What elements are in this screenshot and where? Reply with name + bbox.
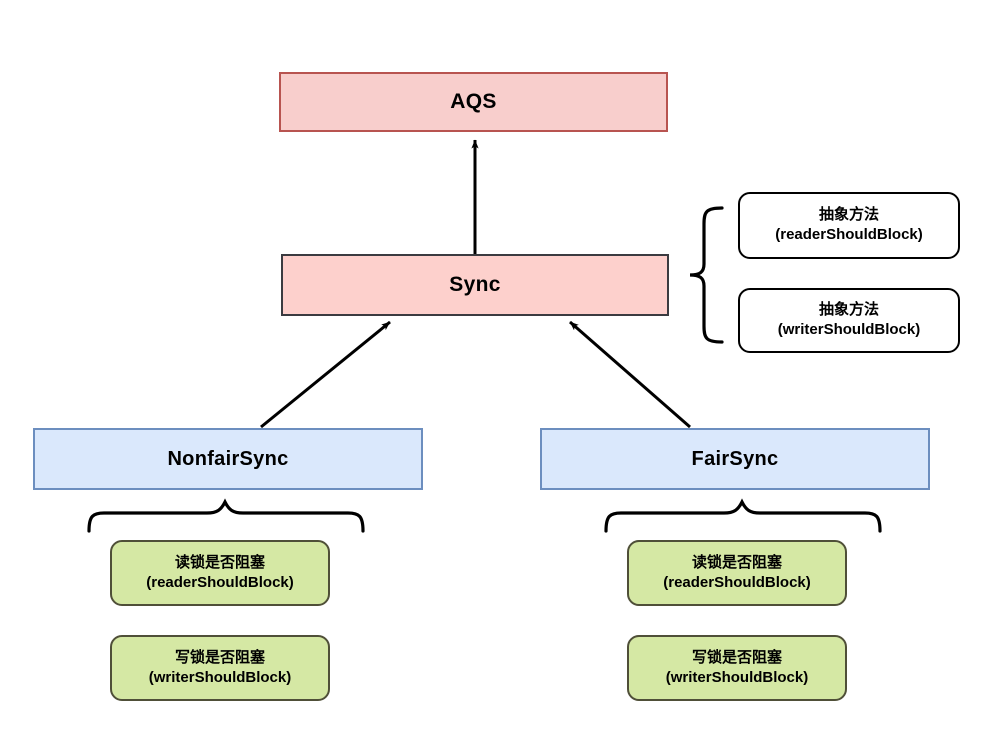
class-box-nonfairsync[interactable]: NonfairSync (33, 428, 423, 490)
edge-fairsync-to-sync (569, 320, 691, 429)
brace-nonfairsync-methods (87, 498, 365, 533)
impl-box-fairsync-reader-should-block[interactable]: 读锁是否阻塞 (readerShouldBlock) (627, 540, 847, 606)
impl-fair-reader-title: 读锁是否阻塞 (691, 553, 782, 571)
abstract-method-reader-title: 抽象方法 (818, 206, 879, 224)
impl-nonfair-reader-title: 读锁是否阻塞 (174, 553, 265, 571)
edge-nonfairsync-to-sync (260, 320, 391, 429)
impl-nonfair-writer-title: 写锁是否阻塞 (174, 648, 265, 666)
impl-nonfair-writer-signature: (writerShouldBlock) (148, 668, 292, 686)
impl-nonfair-reader-signature: (readerShouldBlock) (146, 573, 294, 591)
abstract-method-writer-signature: (writerShouldBlock) (777, 321, 921, 338)
impl-box-nonfairsync-reader-should-block[interactable]: 读锁是否阻塞 (readerShouldBlock) (110, 540, 330, 606)
abstract-method-reader-signature: (readerShouldBlock) (775, 226, 923, 243)
impl-fair-writer-signature: (writerShouldBlock) (665, 668, 809, 686)
abstract-method-box-writer-should-block[interactable]: 抽象方法 (writerShouldBlock) (738, 288, 960, 353)
brace-sync-abstract-methods (689, 206, 724, 344)
impl-box-fairsync-writer-should-block[interactable]: 写锁是否阻塞 (writerShouldBlock) (627, 635, 847, 701)
class-box-sync-label: Sync (449, 272, 501, 296)
class-box-sync[interactable]: Sync (281, 254, 669, 316)
impl-fair-reader-signature: (readerShouldBlock) (663, 573, 811, 591)
class-box-fairsync-label: FairSync (691, 447, 779, 470)
class-box-aqs[interactable]: AQS (279, 72, 668, 132)
brace-fairsync-methods (604, 498, 882, 533)
abstract-method-writer-title: 抽象方法 (818, 301, 879, 319)
class-box-aqs-label: AQS (450, 89, 497, 113)
impl-fair-writer-title: 写锁是否阻塞 (691, 648, 782, 666)
class-box-nonfairsync-label: NonfairSync (167, 447, 289, 470)
impl-box-nonfairsync-writer-should-block[interactable]: 写锁是否阻塞 (writerShouldBlock) (110, 635, 330, 701)
abstract-method-box-reader-should-block[interactable]: 抽象方法 (readerShouldBlock) (738, 192, 960, 259)
class-box-fairsync[interactable]: FairSync (540, 428, 930, 490)
